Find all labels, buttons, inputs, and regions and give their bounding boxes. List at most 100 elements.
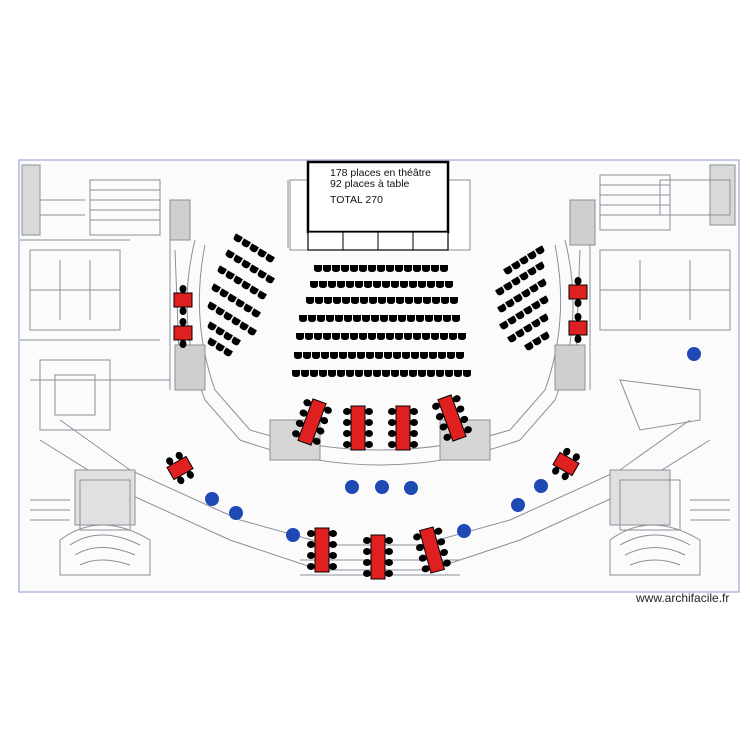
- chair-icon: [420, 352, 428, 359]
- chair-icon: [505, 298, 515, 308]
- chair-icon: [515, 328, 525, 338]
- chair-icon: [515, 310, 525, 320]
- chair-icon: [215, 306, 225, 316]
- table-icon: [166, 451, 194, 485]
- chair-icon: [427, 281, 435, 288]
- chair-icon: [422, 333, 430, 340]
- chair-icon: [380, 315, 388, 322]
- chair-icon: [414, 297, 422, 304]
- chair-icon: [317, 315, 325, 322]
- chair-icon: [341, 333, 349, 340]
- chair-icon: [249, 285, 259, 295]
- chair-icon: [449, 333, 457, 340]
- chair-icon: [320, 417, 329, 425]
- round-table-icon: [229, 506, 243, 520]
- chair-icon: [365, 441, 373, 448]
- chair-icon: [365, 430, 373, 437]
- table-icon: [552, 447, 580, 481]
- chair-icon: [219, 288, 229, 298]
- chair-icon: [387, 297, 395, 304]
- chair-icon: [539, 295, 549, 305]
- chair-icon: [574, 313, 582, 321]
- chair-icon: [335, 315, 343, 322]
- chair-icon: [363, 559, 371, 566]
- chair-icon: [211, 283, 221, 293]
- chair-icon: [307, 530, 315, 537]
- chair-icon: [179, 318, 187, 326]
- chair-icon: [454, 370, 462, 377]
- chair-icon: [519, 271, 529, 281]
- chair-icon: [410, 408, 418, 415]
- chair-icon: [396, 297, 404, 304]
- round-table-icon: [205, 492, 219, 506]
- chair-icon: [339, 352, 347, 359]
- chair-icon: [389, 315, 397, 322]
- chair-icon: [415, 543, 424, 552]
- chair-icon: [382, 370, 390, 377]
- chair-icon: [407, 315, 415, 322]
- chair-icon: [251, 308, 261, 318]
- chair-icon: [535, 261, 545, 271]
- chair-icon: [574, 299, 582, 307]
- chair-icon: [308, 315, 316, 322]
- chair-icon: [316, 427, 325, 435]
- chair-icon: [436, 370, 444, 377]
- chair-icon: [388, 408, 396, 415]
- chair-icon: [422, 265, 430, 272]
- chair-icon: [463, 370, 471, 377]
- chair-icon: [400, 281, 408, 288]
- round-table-icon: [511, 498, 525, 512]
- chair-icon: [265, 274, 275, 284]
- chair-icon: [350, 265, 358, 272]
- chair-icon: [369, 297, 377, 304]
- chair-icon: [429, 352, 437, 359]
- chair-icon: [364, 370, 372, 377]
- chair-icon: [337, 281, 345, 288]
- chair-icon: [391, 281, 399, 288]
- chair-icon: [519, 255, 529, 265]
- chair-icon: [409, 281, 417, 288]
- chair-icon: [561, 472, 569, 481]
- chair-icon: [527, 250, 537, 260]
- chair-icon: [329, 552, 337, 559]
- chair-icon: [439, 423, 448, 431]
- chair-icon: [395, 265, 403, 272]
- chair-icon: [413, 265, 421, 272]
- chair-icon: [357, 352, 365, 359]
- chair-icon: [368, 265, 376, 272]
- chair-icon: [223, 311, 233, 321]
- chair-icon: [292, 370, 300, 377]
- chair-icon: [513, 293, 523, 303]
- watermark-text: www.archifacile.fr: [636, 591, 730, 605]
- chair-icon: [410, 441, 418, 448]
- chair-icon: [306, 297, 314, 304]
- chair-icon: [179, 340, 187, 348]
- round-table-icon: [286, 528, 300, 542]
- chair-icon: [405, 297, 413, 304]
- chair-icon: [385, 559, 393, 566]
- chair-icon: [511, 276, 521, 286]
- chair-icon: [464, 426, 472, 434]
- chair-icon: [343, 441, 351, 448]
- chair-icon: [175, 451, 183, 460]
- chair-icon: [418, 370, 426, 377]
- chair-icon: [377, 333, 385, 340]
- chair-icon: [299, 409, 308, 417]
- chair-icon: [362, 315, 370, 322]
- chair-icon: [299, 315, 307, 322]
- chair-icon: [432, 402, 440, 410]
- chair-icon: [360, 297, 368, 304]
- chair-icon: [368, 333, 376, 340]
- chair-icon: [398, 315, 406, 322]
- seating-layer: [166, 233, 701, 580]
- chair-icon: [443, 315, 451, 322]
- chair-icon: [531, 318, 541, 328]
- chair-icon: [233, 275, 243, 285]
- chair-icon: [315, 297, 323, 304]
- chair-icon: [179, 285, 187, 293]
- chair-icon: [388, 419, 396, 426]
- chair-icon: [441, 297, 449, 304]
- chair-icon: [456, 352, 464, 359]
- chair-icon: [225, 270, 235, 280]
- chair-icon: [312, 352, 320, 359]
